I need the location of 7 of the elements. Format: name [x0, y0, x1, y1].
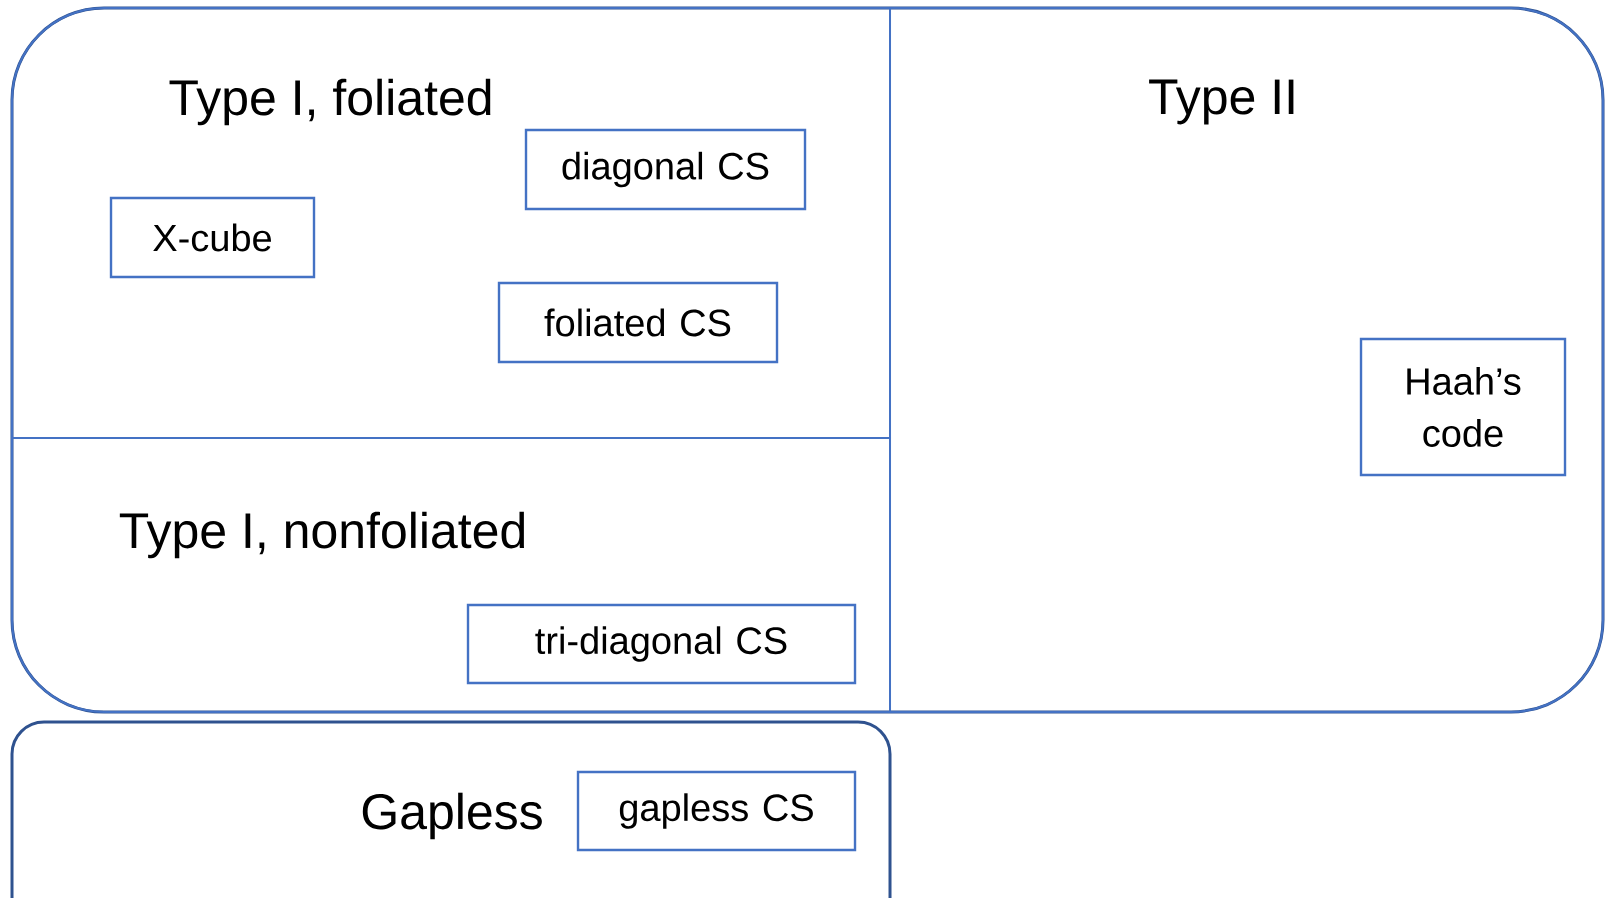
label-box: X-cube — [109, 196, 316, 279]
label-box: foliated CS — [497, 281, 779, 364]
label-box: tri-diagonal CS — [466, 603, 857, 685]
label-box: Haah’s code — [1359, 337, 1567, 477]
label-box: gapless CS — [576, 770, 857, 852]
rounded-frame — [10, 6, 1605, 714]
label-box: diagonal CS — [524, 128, 807, 211]
